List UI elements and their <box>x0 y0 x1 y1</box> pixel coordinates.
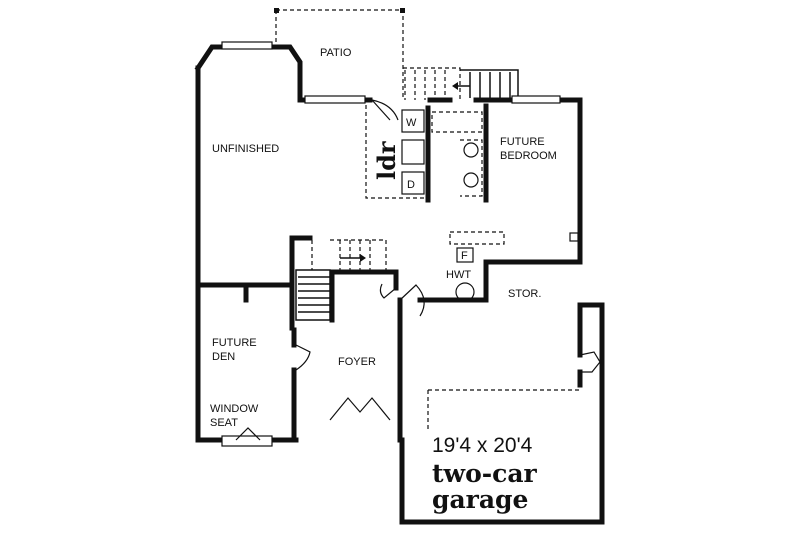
garage-dimensions: 19'4 x 20'4 <box>432 434 533 457</box>
hwt-label: HWT <box>446 269 471 281</box>
future-bedroom-label-2: BEDROOM <box>500 150 557 162</box>
furnace-label: F <box>461 250 468 262</box>
patio-outline <box>274 8 461 100</box>
window-seat-label-1: WINDOW <box>210 403 259 415</box>
garage-name-line-2: garage <box>432 485 528 514</box>
foyer-label: FOYER <box>338 356 376 368</box>
washer-label: W <box>406 117 417 129</box>
laundry-label: ldr <box>372 141 401 180</box>
stairs <box>295 70 511 321</box>
unfinished-label: UNFINISHED <box>212 143 279 155</box>
storage-label: STOR. <box>508 288 541 300</box>
future-den-label-2: DEN <box>212 351 235 363</box>
patio-label: PATIO <box>320 47 352 59</box>
garage-name-line-1: two-car <box>432 459 538 488</box>
doors <box>235 99 601 441</box>
fixtures <box>365 105 505 302</box>
dryer-label: D <box>407 179 415 191</box>
windows <box>221 41 579 447</box>
future-bedroom-label-1: FUTURE <box>500 136 545 148</box>
window-seat-label-2: SEAT <box>210 417 238 429</box>
walls <box>194 44 605 525</box>
future-den-label-1: FUTURE <box>212 337 257 349</box>
